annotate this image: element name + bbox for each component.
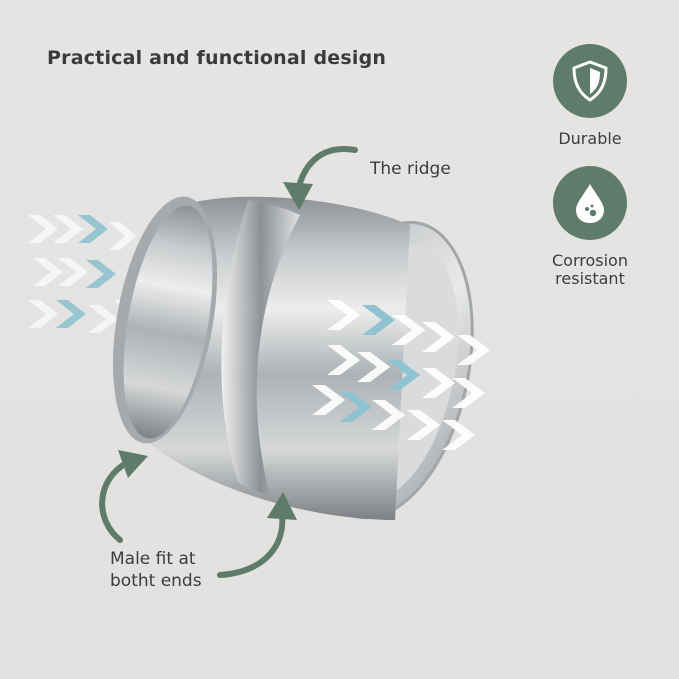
droplet-icon (576, 184, 604, 223)
page-title: Practical and functional design (47, 47, 387, 69)
male-fit-callout-label: Male fit at botht ends (110, 548, 202, 592)
feature-corrosion-resistant: Corrosion resistant (530, 166, 650, 288)
male-fit-arrowhead-right (267, 492, 297, 520)
feature-durable: Durable (530, 44, 650, 148)
male-fit-arrowhead-left (118, 450, 148, 478)
male-fit-line-2: botht ends (110, 571, 202, 591)
ridge-callout-arrow (295, 146, 358, 193)
ridge-arrowhead (283, 182, 313, 210)
ridge-callout-label: The ridge (370, 159, 451, 179)
corrosion-label-line-1: Corrosion (552, 251, 628, 270)
corrosion-badge (553, 166, 627, 240)
durable-label: Durable (558, 129, 622, 148)
duct-connector (112, 196, 474, 520)
durable-badge (553, 44, 627, 118)
male-fit-line-1: Male fit at (110, 549, 196, 569)
airflow-chevrons-left (28, 215, 141, 333)
corrosion-label-line-2: resistant (555, 269, 625, 288)
male-fit-callout-arrows (99, 459, 286, 578)
airflow-chevrons-right (312, 300, 490, 450)
shield-icon (572, 60, 608, 102)
